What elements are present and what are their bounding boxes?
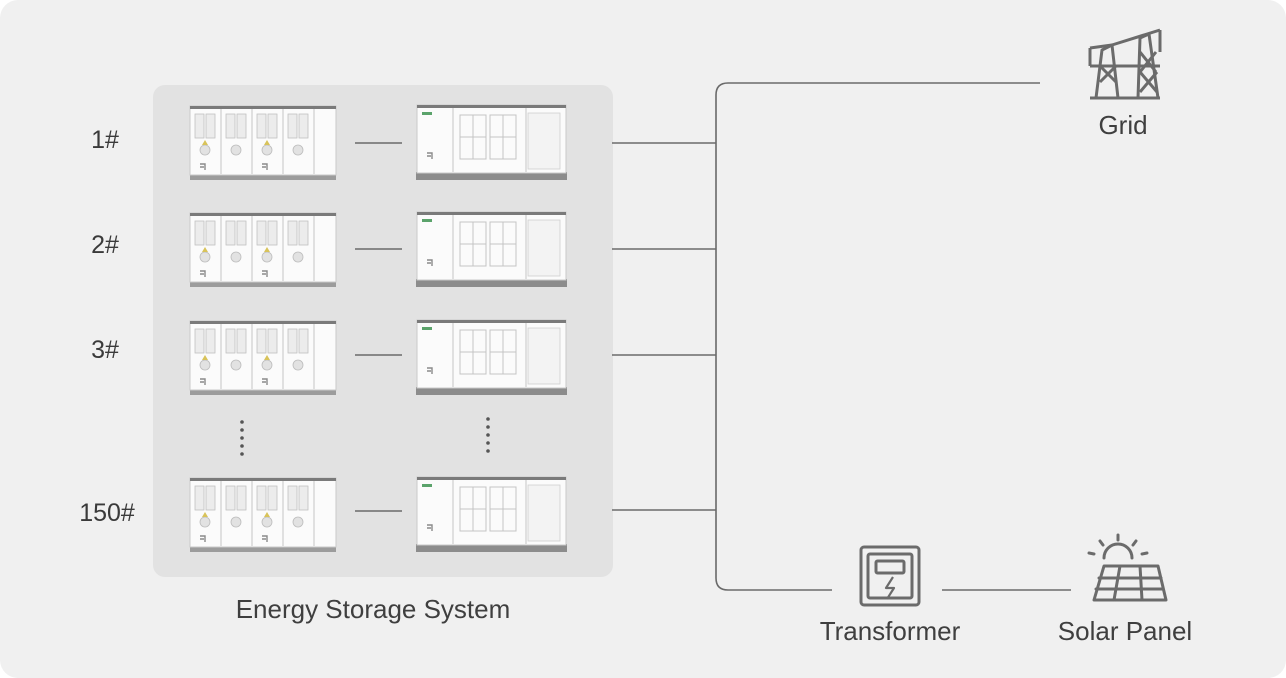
solar-caption: Solar Panel (1057, 616, 1193, 646)
battery-cabinet-icon (189, 477, 337, 553)
battery-cabinet-icon (189, 212, 337, 288)
unit-label-3: 3# (91, 336, 119, 364)
pcs-container-icon (415, 476, 568, 553)
bus-lines (612, 82, 1071, 591)
solar-panel-icon (1087, 533, 1168, 602)
transmission-tower-icon (1088, 28, 1162, 100)
battery-cabinet-icon (189, 320, 337, 396)
pcs-container-icon (415, 104, 568, 181)
unit-label-150: 150# (79, 499, 135, 527)
transformer-caption: Transformer (819, 616, 961, 646)
pcs-container-icon (415, 319, 568, 396)
ess-caption: Energy Storage System (235, 594, 511, 624)
transformer-meter-icon (859, 545, 921, 607)
battery-cabinet-icon (189, 105, 337, 181)
pcs-container-icon (415, 211, 568, 288)
unit-label-1: 1# (91, 126, 119, 154)
cabinet-pcs-connectors (355, 142, 402, 512)
unit-label-2: 2# (91, 231, 119, 259)
ellipsis-dots (240, 417, 490, 456)
grid-caption: Grid (1098, 110, 1148, 140)
